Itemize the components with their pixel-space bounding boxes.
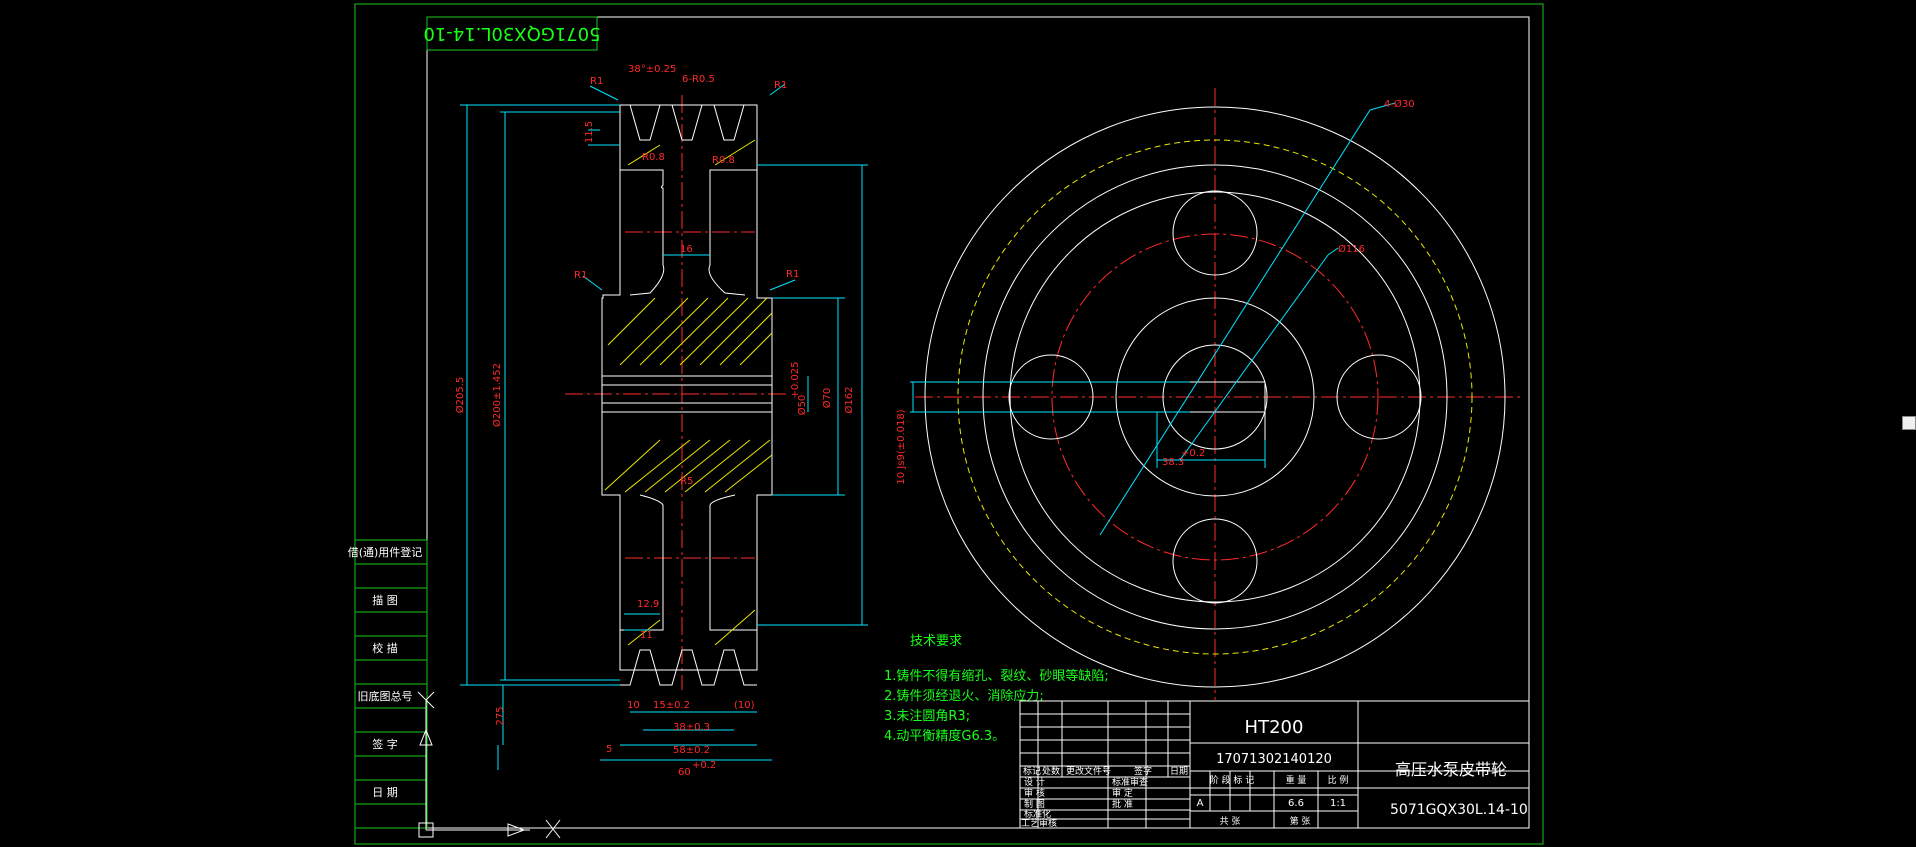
- dim-depth: 11.5: [584, 121, 595, 143]
- tb-sign-right-1: 审 定: [1112, 787, 1133, 799]
- tech-item-4: 4.动平衡精度G6.3。: [884, 728, 1005, 744]
- dim-r1-b: R1: [774, 80, 787, 91]
- dim-groove-r: 6-R0.5: [682, 74, 715, 85]
- dim-r5: R5: [680, 476, 693, 487]
- dim-groove-angle: 38°±0.25: [628, 64, 676, 75]
- dim-web: 16: [680, 244, 693, 255]
- dim-12-9: 12.9: [637, 599, 659, 610]
- tb-rev-0: 标记: [1023, 765, 1041, 777]
- dim-275: 275: [495, 706, 506, 725]
- dim-38: 38±0.3: [673, 722, 710, 733]
- strip-label-3: 旧底图总号: [358, 689, 413, 703]
- tb-rev-1: 处数: [1042, 765, 1060, 777]
- dim-5: 5: [606, 744, 612, 755]
- title-block-text: 标记 处数 更改文件号 签字 日期 设 计 审 核 制 图 标准化 工艺审核 标…: [1021, 717, 1528, 829]
- footer-sheet: 第 张: [1290, 815, 1311, 827]
- dim-pd: Ø200±1.452: [491, 363, 503, 427]
- dim-key: 38.3: [1162, 457, 1184, 468]
- tech-heading: 技术要求: [910, 634, 962, 649]
- dim-h-small: 11: [640, 630, 653, 641]
- scale: 1:1: [1330, 798, 1346, 809]
- left-strip-table: 借(通)用件登记 描 图 校 描 旧底图总号 签 字 日 期: [348, 539, 428, 829]
- front-view: 4-Ø30 Ø116 38.3 +0.2 10 Js9(±0.018): [896, 88, 1520, 700]
- title-block: [1019, 700, 1530, 829]
- dim-15: 15±0.2: [653, 700, 690, 711]
- dim-58: 58±0.2: [673, 745, 710, 756]
- meta-header-2: 比 例: [1328, 774, 1349, 786]
- drawing-number-rotated: 5071GQX30L.14-10: [423, 23, 600, 44]
- dim-hub-od: Ø162: [843, 387, 855, 414]
- meta-header-1: 重 量: [1286, 774, 1307, 786]
- dim-r08-a: R0.8: [642, 152, 665, 163]
- vertical-scrollbar-thumb[interactable]: [1902, 416, 1916, 430]
- tb-sign-0: 设 计: [1024, 776, 1045, 788]
- dim-od: Ø205.5: [454, 377, 466, 414]
- dim-r1-d: R1: [786, 269, 799, 280]
- tb-sign-1: 审 核: [1024, 787, 1045, 799]
- drawing-number-box: [426, 16, 598, 51]
- strip-label-2: 校 描: [372, 641, 398, 655]
- dim-keyw: 10 Js9(±0.018): [896, 409, 907, 484]
- dim-r1-c: R1: [574, 270, 587, 281]
- tb-rev-4: 日期: [1170, 766, 1188, 777]
- dim-bore: Ø50: [796, 395, 808, 416]
- dim-key-tol: +0.2: [1181, 448, 1205, 459]
- tech-item-2: 2.铸件须经退火、消除应力;: [884, 688, 1044, 704]
- tb-sign-right-2: 批 准: [1112, 798, 1133, 810]
- dim-pcd: Ø116: [1338, 243, 1365, 255]
- strip-label-5: 日 期: [372, 786, 398, 799]
- dim-r1-a: R1: [590, 76, 603, 87]
- inner-border: [426, 16, 1530, 829]
- dim-holes: 4-Ø30: [1384, 98, 1415, 110]
- footer-sheets: 共 张: [1220, 816, 1241, 827]
- dim-60-tol: +0.2: [692, 760, 716, 771]
- part-number: 17071302140120: [1216, 752, 1332, 767]
- strip-label-0: 借(通)用件登记: [348, 545, 423, 559]
- stage-mark: A: [1197, 798, 1204, 809]
- dim-bore-tol: +0.025: [790, 361, 801, 398]
- strip-label-4: 签 字: [372, 737, 398, 751]
- meta-header-0: 阶 段 标 记: [1210, 774, 1255, 786]
- tech-item-1: 1.铸件不得有缩孔、裂纹、砂眼等缺陷;: [884, 668, 1109, 684]
- dim-60: 60: [678, 767, 691, 778]
- tb-sign-right-0: 标准审查: [1112, 776, 1148, 788]
- tb-rev-2: 更改文件号: [1066, 765, 1111, 777]
- dim-10: 10: [627, 700, 640, 711]
- outer-border: [354, 3, 1544, 845]
- drawing-title: 高压水泵皮带轮: [1395, 760, 1507, 779]
- drawing-code: 5071GQX30L.14-10: [1390, 802, 1528, 818]
- tb-sign-2: 制 图: [1024, 798, 1045, 810]
- section-view: 38°±0.25 6-R0.5 R1 R1 R1 R1 R0.8 R0.8 R5…: [454, 64, 868, 778]
- tb-sign-4: 工艺审核: [1021, 817, 1057, 829]
- dim-r08-b: R0.8: [712, 155, 735, 166]
- weight: 6.6: [1288, 798, 1304, 809]
- tb-rev-3: 签字: [1134, 765, 1152, 777]
- tech-item-3: 3.未注圆角R3;: [884, 709, 970, 724]
- material: HT200: [1245, 717, 1304, 738]
- tech-requirements: 技术要求 1.铸件不得有缩孔、裂纹、砂眼等缺陷; 2.铸件须经退火、消除应力; …: [884, 634, 1109, 744]
- strip-label-1: 描 图: [372, 593, 398, 607]
- dim-d70: Ø70: [821, 388, 833, 409]
- tb-sign-3: 标准化: [1024, 808, 1051, 820]
- ucs-icon: [417, 691, 561, 839]
- dim-10b: (10): [734, 700, 755, 711]
